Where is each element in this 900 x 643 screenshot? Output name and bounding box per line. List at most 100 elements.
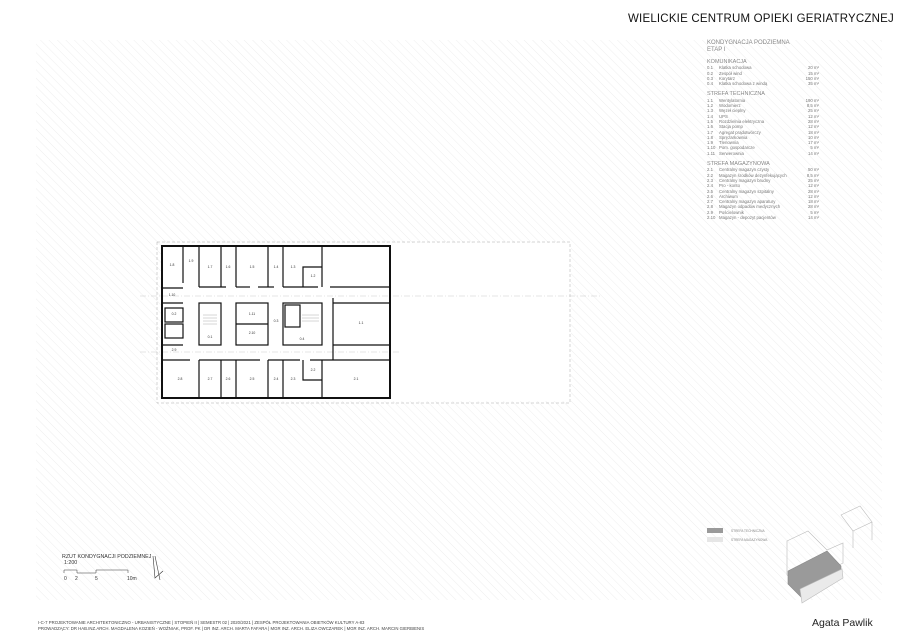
room-name: Centralny magazyn szpitalny	[719, 188, 774, 194]
room-area: 12 m²	[808, 113, 819, 119]
scale-tick: 10m	[127, 576, 137, 582]
room-label: 2.7	[208, 377, 213, 381]
room-number: 1.7	[707, 129, 713, 135]
room-name: Archiwum	[719, 193, 738, 199]
room-name: Agregat prądotwórczy	[719, 129, 761, 135]
room-number: 2.9	[707, 209, 713, 215]
room-name: Magazyn środków dezynfekujących	[719, 172, 787, 178]
room-number: 0.3	[707, 75, 713, 81]
room-area: 25 m²	[808, 177, 819, 183]
room-number: 1.4	[707, 113, 713, 119]
room-label: 0.1	[208, 335, 213, 339]
room-area: 18 m²	[808, 199, 819, 205]
room-label: 2.8	[178, 377, 183, 381]
room-name: Węzeł cieplny	[719, 108, 746, 114]
room-label: 1.4	[274, 265, 279, 269]
room-name: Wodomierz	[719, 103, 741, 109]
room-number: 2.10	[707, 215, 716, 221]
room-area: 12 m²	[808, 193, 819, 199]
room-label: 2.3	[291, 377, 296, 381]
legend-section-title: STREFA TECHNICZNA	[707, 91, 765, 98]
room-name: Stacja pomp	[719, 124, 743, 130]
legend-row: 1.2 Wodomierz 8,5 m²	[707, 103, 819, 108]
room-label: 2.5	[250, 377, 255, 381]
room-area: 8,5 m²	[806, 103, 819, 109]
room-name: Pościelownik	[719, 209, 744, 215]
room-label: 1.6	[226, 265, 231, 269]
room-number: 1.5	[707, 118, 713, 124]
room-area: 28 m²	[808, 188, 819, 194]
room-label: 2.10	[249, 331, 256, 335]
zone-label: STREFA TECHNICZNA	[731, 528, 765, 533]
axonometric-diagram	[786, 505, 873, 604]
room-number: 1.3	[707, 108, 713, 114]
room-number: 1.2	[707, 103, 713, 109]
room-name: Korytarz	[719, 75, 735, 81]
room-area: 190 m²	[805, 97, 819, 103]
room-label: 1.11	[249, 312, 255, 316]
room-number: 1.8	[707, 134, 713, 140]
room-label: 1.9	[189, 259, 194, 263]
room-number: 2.4	[707, 183, 713, 189]
author-name: Agata Pawlik	[812, 617, 873, 629]
room-label: 0.2	[172, 312, 177, 316]
room-area: 12 m²	[808, 183, 819, 189]
legend-section-title: KOMUNIKACJA	[707, 59, 747, 65]
room-label: 0.3	[274, 319, 279, 323]
plan-scale: 1:200	[64, 560, 78, 566]
room-area: 18 m²	[808, 129, 819, 135]
room-number: 2.7	[707, 199, 713, 205]
room-area: 14 m²	[808, 150, 819, 156]
room-name: Pom. gospodarcze	[719, 145, 755, 151]
room-number: 0.1	[707, 65, 713, 71]
room-label: 1.1	[359, 321, 364, 325]
building-outline-dashed	[156, 241, 571, 404]
room-area: 8,5 m²	[806, 172, 819, 178]
room-number: 0.4	[707, 81, 713, 87]
scale-tick: 0	[64, 576, 67, 582]
room-name: UPS	[719, 113, 728, 119]
room-label: 2.1	[354, 377, 359, 381]
zone-legend: STREFA TECHNICZNA STREFA MAGAZYNOWA	[707, 528, 767, 546]
room-label: 2.2	[311, 368, 316, 372]
legend-section-title: STREFA MAGAZYNOWA	[707, 161, 770, 168]
scale-tick: 2	[75, 576, 78, 582]
room-area: 5 m²	[810, 209, 819, 215]
room-area: 35 m²	[808, 81, 819, 87]
zone-label: STREFA MAGAZYNOWA	[731, 537, 768, 542]
room-area: 14 m²	[808, 215, 819, 221]
zone-swatch	[707, 537, 723, 542]
room-legend: KONDYGNACJA PODZIEMNA ETAP I KOMUNIKACJA…	[707, 40, 819, 220]
legend-row: 1.7 Agregat prądotwórczy 18 m²	[707, 130, 819, 135]
zone-technical: STREFA TECHNICZNA	[707, 528, 767, 533]
room-area: 28 m²	[808, 118, 819, 124]
legend-row: 1.4 UPS 12 m²	[707, 114, 819, 119]
room-area: 10 m²	[808, 134, 819, 140]
room-name: Klatka schodowa	[719, 65, 752, 71]
footer-tutors: PROWADZĄCY: DR HAB.INZ.ARCH. MAGDALENA K…	[38, 626, 425, 631]
room-number: 1.11	[707, 150, 716, 156]
room-label: 2.6	[226, 377, 231, 381]
room-number: 2.8	[707, 204, 713, 210]
room-label: 1.5	[250, 265, 255, 269]
room-label: 1.7	[208, 265, 213, 269]
zone-swatch	[707, 528, 723, 533]
room-number: 1.9	[707, 140, 713, 146]
room-area: 150 m²	[805, 75, 819, 81]
